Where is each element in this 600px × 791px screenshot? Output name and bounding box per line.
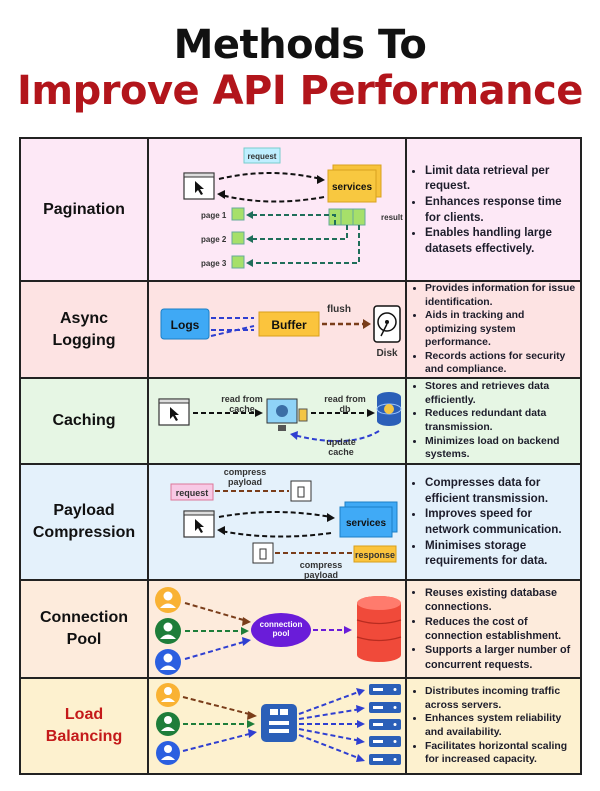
bullet: Limit data retrieval per request. bbox=[425, 163, 576, 194]
row-pagination: Pagination request services bbox=[21, 139, 580, 282]
services-text: services bbox=[346, 518, 386, 529]
bullet: Minimises storage requirements for data. bbox=[425, 538, 576, 569]
bullet: Reduces redundant data transmission. bbox=[425, 407, 576, 434]
compressed-file-icon bbox=[290, 480, 312, 502]
row-label: Payload Compression bbox=[21, 465, 149, 579]
row-label: Load Balancing bbox=[21, 679, 149, 773]
title-line-2: Improve API Performance bbox=[17, 68, 583, 114]
server-icons bbox=[369, 684, 401, 765]
user-icon-blue bbox=[155, 649, 181, 675]
response-text: response bbox=[355, 550, 395, 560]
bullet: Records actions for security and complia… bbox=[425, 350, 576, 377]
services-text: services bbox=[332, 182, 372, 193]
bullet: Provides information for issue identific… bbox=[425, 282, 576, 309]
bullet: Reuses existing database connections. bbox=[425, 586, 576, 615]
cache-server-icon bbox=[266, 398, 308, 431]
services-box bbox=[339, 506, 393, 538]
database-icon bbox=[356, 596, 402, 662]
flush-text: flush bbox=[327, 304, 351, 315]
page-3-text: page 3 bbox=[201, 259, 227, 268]
logs-text: Logs bbox=[171, 318, 200, 332]
bullet: Enables handling large datasets effectiv… bbox=[425, 225, 576, 256]
load-balancing-bullets: Distributes incoming traffic across serv… bbox=[407, 679, 580, 773]
row-connection-pool: Connection Pool bbox=[21, 581, 580, 679]
row-load-balancing: Load Balancing bbox=[21, 679, 580, 773]
connection-pool-ellipse bbox=[251, 613, 311, 647]
page-3-cell bbox=[231, 255, 245, 269]
compressed-file-icon bbox=[252, 542, 274, 564]
request-box bbox=[170, 483, 214, 501]
connection-pool-bullets: Reuses existing database connections. Re… bbox=[407, 581, 580, 677]
result-text: result bbox=[381, 213, 403, 222]
client-window-icon bbox=[183, 510, 215, 538]
bullet: Compresses data for efficient transmissi… bbox=[425, 475, 576, 506]
bullet: Reduces the cost of connection establish… bbox=[425, 615, 576, 644]
client-window-icon bbox=[158, 398, 190, 426]
database-icon bbox=[376, 392, 402, 426]
load-balancer-icon bbox=[261, 704, 297, 742]
user-icon-blue bbox=[156, 741, 180, 765]
client-window-icon bbox=[183, 172, 215, 200]
row-label: Async Logging bbox=[21, 282, 149, 377]
row-label: Connection Pool bbox=[21, 581, 149, 677]
user-icon-orange bbox=[155, 587, 181, 613]
row-label: Caching bbox=[21, 379, 149, 463]
load-balancing-diagram bbox=[149, 679, 407, 773]
async-logging-bullets: Provides information for issue identific… bbox=[407, 282, 580, 377]
user-icon-orange bbox=[156, 683, 180, 707]
request-box bbox=[243, 147, 281, 164]
request-arrow bbox=[218, 172, 322, 180]
pagination-diagram: request services result page 1 page 2 pa… bbox=[149, 139, 407, 280]
page-1-text: page 1 bbox=[201, 211, 227, 220]
bullet: Distributes incoming traffic across serv… bbox=[425, 685, 576, 712]
async-logging-diagram: Logs Buffer flush Disk bbox=[149, 282, 407, 377]
title-line-1: Methods To bbox=[173, 22, 427, 68]
buffer-box bbox=[258, 311, 320, 337]
caching-bullets: Stores and retrieves data efficiently. R… bbox=[407, 379, 580, 463]
page-2-text: page 2 bbox=[201, 235, 227, 244]
request-text: request bbox=[248, 152, 277, 161]
methods-table: Pagination request services bbox=[19, 137, 582, 775]
bullet: Stores and retrieves data efficiently. bbox=[425, 380, 576, 407]
logs-box bbox=[160, 308, 210, 340]
pagination-bullets: Limit data retrieval per request. Enhanc… bbox=[407, 139, 580, 280]
bullet: Enhances response time for clients. bbox=[425, 194, 576, 225]
bullet: Enhances system reliability and availabi… bbox=[425, 712, 576, 739]
payload-compression-bullets: Compresses data for efficient transmissi… bbox=[407, 465, 580, 579]
disk-text: Disk bbox=[376, 348, 398, 359]
bullet: Supports a larger number of concurrent r… bbox=[425, 643, 576, 672]
bullet: Facilitates horizontal scaling for incre… bbox=[425, 740, 576, 767]
row-label: Pagination bbox=[21, 139, 149, 280]
request-text: request bbox=[176, 488, 209, 498]
bullet: Aids in tracking and optimizing system p… bbox=[425, 309, 576, 350]
row-async-logging: Async Logging Logs Buffer flush bbox=[21, 282, 580, 379]
response-box bbox=[353, 545, 397, 563]
user-icon-green bbox=[155, 618, 181, 644]
bullet: Minimizes load on backend systems. bbox=[425, 435, 576, 462]
services-box bbox=[327, 169, 377, 203]
page-2-cell bbox=[231, 231, 245, 245]
page-1-cell bbox=[231, 207, 245, 221]
bullet: Improves speed for network communication… bbox=[425, 506, 576, 537]
disk-icon bbox=[373, 305, 401, 343]
buffer-text: Buffer bbox=[271, 318, 307, 332]
user-icon-green bbox=[156, 712, 180, 736]
